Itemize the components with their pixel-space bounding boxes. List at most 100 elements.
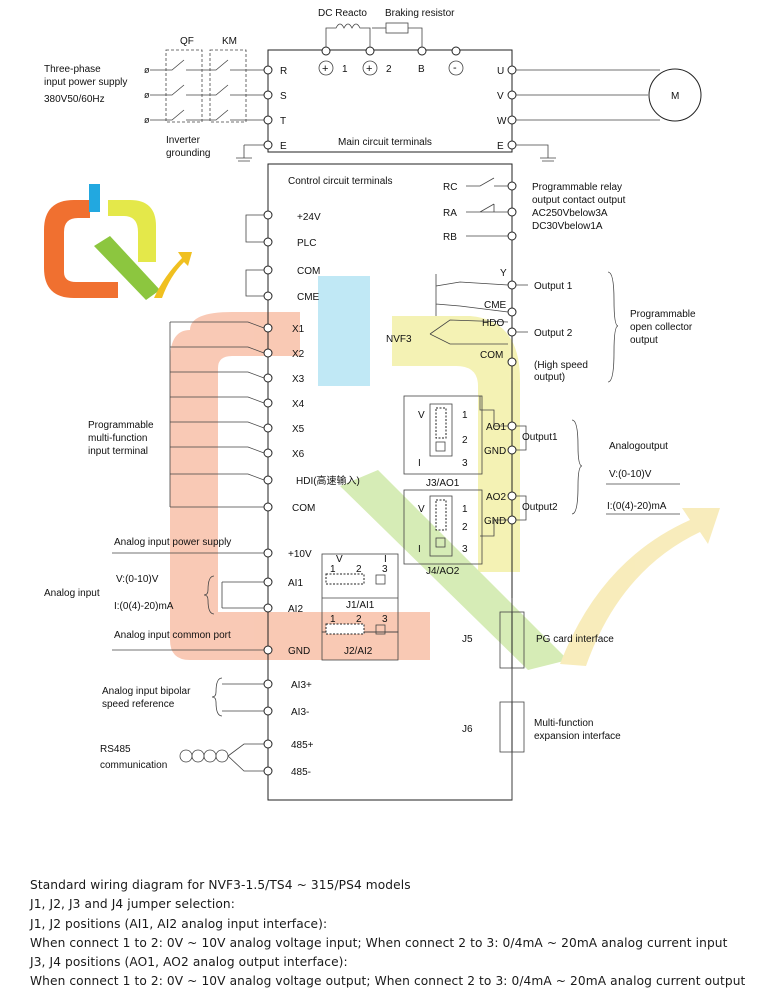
inverter-grounding-2: grounding [166, 148, 210, 159]
label-y: Y [500, 268, 507, 279]
j3-v: V [418, 410, 425, 421]
main-circuit-terminals-label: Main circuit terminals [338, 137, 432, 148]
note-line: J3, J4 positions (AO1, AO2 analog output… [30, 955, 348, 970]
analog-input-i: I:(0(4)-20)mA [114, 601, 174, 612]
j6-connector [499, 701, 525, 753]
ao-brace [571, 419, 583, 515]
high-speed-2: output) [534, 372, 565, 383]
main-left-terminals: R S T E [263, 65, 287, 152]
j2-n2: 2 [356, 614, 362, 625]
label-ra: RA [443, 208, 457, 219]
j4-i: I [418, 544, 421, 555]
oc-desc-3: output [630, 335, 658, 346]
svg-text:ø: ø [144, 115, 150, 125]
supply-line-3: 380V50/60Hz [44, 94, 105, 105]
supply-wiring: ø ø ø [144, 59, 268, 162]
terminal-u: U [497, 66, 504, 77]
note-line: J1, J2 positions (AI1, AI2 analog input … [30, 916, 328, 931]
prog-input-2: multi-function [88, 433, 147, 444]
relay-desc-2: output contact output [532, 195, 626, 206]
note-line: Standard wiring diagram for NVF3-1.5/TS4… [30, 878, 411, 892]
output1-label: Output 1 [534, 281, 573, 292]
logo-yellow-hook [108, 200, 156, 262]
expansion-2: expansion interface [534, 731, 621, 742]
j3-n2: 2 [462, 435, 468, 446]
wiring-notes: Standard wiring diagram for NVF3-1.5/TS4… [30, 876, 765, 992]
brand-logo [44, 184, 192, 300]
j1-n2: 2 [356, 564, 362, 575]
label-rc: RC [443, 182, 457, 193]
motor-symbol [648, 68, 702, 122]
label-ai3p: AI3+ [291, 680, 312, 691]
relay-output [466, 177, 517, 241]
braking-resistor-label: Braking resistor [385, 8, 455, 19]
j1-v: V [336, 554, 343, 565]
note-line: J1, J2, J3 and J4 jumper selection: [30, 897, 235, 912]
j1-i: I [384, 554, 387, 565]
prog-input-1: Programmable [88, 420, 154, 431]
inverter-grounding-1: Inverter [166, 135, 201, 146]
oc-desc-2: open collector [630, 322, 693, 333]
terminal-b-label: B [418, 64, 425, 75]
watermark-green-band [340, 470, 568, 670]
j1-n1: 1 [330, 564, 336, 575]
dc-reactor-label: DC Reacto [318, 8, 367, 19]
label-x6: X6 [292, 449, 305, 460]
oc-brace [607, 271, 619, 383]
label-rb: RB [443, 232, 457, 243]
label-gnd-left: GND [288, 646, 310, 657]
label-10v: +10V [288, 549, 312, 560]
terminal-w: W [497, 116, 507, 127]
label-gnd-ao1: GND [484, 446, 506, 457]
supply-line-1: Three-phase [44, 64, 101, 75]
rs485-1: RS485 [100, 744, 131, 755]
expansion-1: Multi-function [534, 718, 593, 729]
label-ao2: AO2 [486, 492, 506, 503]
label-x2: X2 [292, 349, 305, 360]
analog-input-lines [221, 581, 264, 609]
j3-n1: 1 [462, 410, 468, 421]
label-cme-left: CME [297, 292, 320, 303]
watermark-yellow-arrow [560, 508, 720, 666]
j4-v: V [418, 504, 425, 515]
label-com-1: COM [297, 266, 320, 277]
dc-reactor-coil [325, 23, 371, 40]
rs485-twisted-pair [179, 743, 264, 772]
svg-text:ø: ø [144, 65, 150, 75]
rs485-2: communication [100, 760, 167, 771]
label-com-2: COM [292, 503, 315, 514]
svg-text:+: + [366, 63, 372, 75]
analog-output-v: V:(0-10)V [609, 469, 652, 480]
j5-connector [499, 611, 525, 669]
control-title: Control circuit terminals [288, 176, 392, 187]
bipolar-1: Analog input bipolar [102, 686, 191, 697]
analog-output-i: I:(0(4)-20)mA [607, 501, 667, 512]
input-switch-lines [169, 321, 265, 508]
logo-green-stroke [94, 236, 160, 300]
label-ao1: AO1 [486, 422, 506, 433]
jumper-j2 [321, 623, 399, 661]
open-collector-output [429, 274, 528, 367]
j1-n3: 3 [382, 564, 388, 575]
terminal-s: S [280, 91, 287, 102]
qf-dashed-box [165, 49, 203, 123]
j4-n1: 1 [462, 504, 468, 515]
motor-label: M [671, 91, 679, 102]
ao-output1: Output1 [522, 432, 558, 443]
analog-output-title: Analogoutput [609, 441, 668, 452]
label-com-right: COM [480, 350, 503, 361]
label-485m: 485- [291, 767, 311, 778]
j3-n3: 3 [462, 458, 468, 469]
svg-text:ø: ø [144, 90, 150, 100]
watermark-yellow-band [392, 316, 520, 572]
main-right-terminals: U V W E [497, 65, 660, 162]
analog-output-terminals [479, 396, 527, 537]
label-plc: PLC [297, 238, 316, 249]
j4-label: J4/AO2 [426, 566, 460, 577]
control-left-terminals [245, 210, 273, 776]
oc-desc-1: Programmable [630, 309, 696, 320]
pg-card-label: PG card interface [536, 634, 614, 645]
braking-resistor-symbol [372, 22, 423, 40]
j2-label: J2/AI2 [344, 646, 373, 657]
j2-n1: 1 [330, 614, 336, 625]
